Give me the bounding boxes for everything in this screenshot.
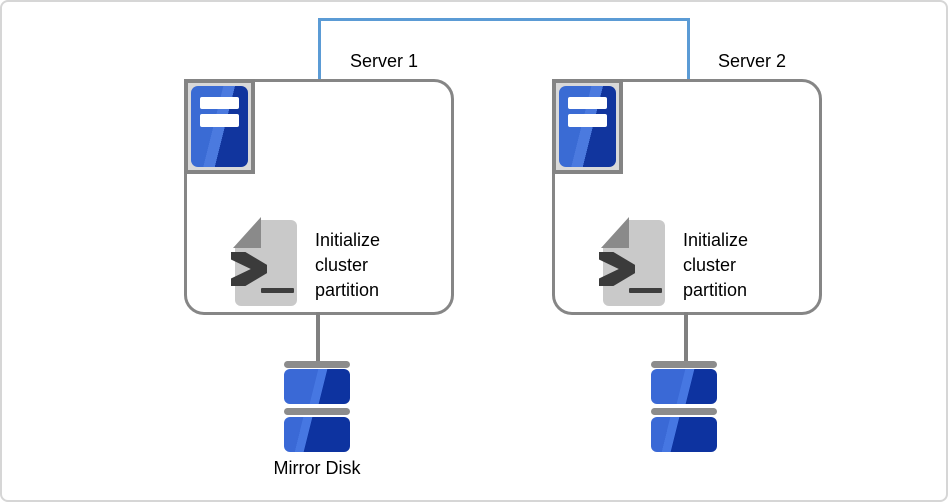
disk-volume — [284, 417, 350, 452]
disk-platter-bar — [284, 408, 350, 415]
mirror-disk-icon — [651, 361, 717, 452]
folded-corner-icon — [233, 217, 261, 248]
disk-platter-bar — [651, 361, 717, 368]
server-slot — [568, 114, 607, 127]
server-slot — [200, 114, 239, 127]
server2-disk-link — [684, 312, 688, 361]
server1-interconnect-drop — [318, 18, 321, 79]
mirror-disk-icon: Mirror Disk — [274, 361, 361, 478]
server1-disk-link — [316, 312, 320, 361]
server-tower-icon — [559, 86, 616, 167]
server-slot — [568, 97, 607, 109]
script-file-icon — [599, 217, 665, 306]
server-tower-icon — [191, 86, 248, 167]
terminal-cursor-icon — [261, 288, 294, 293]
script-caption: Initialize cluster partition — [683, 230, 749, 300]
server2-interconnect-drop — [687, 18, 690, 79]
mirror-disk-label: Mirror Disk — [273, 458, 361, 478]
terminal-cursor-icon — [629, 288, 662, 293]
script-file-icon — [231, 217, 297, 306]
folded-corner-icon — [601, 217, 629, 248]
server-tile — [552, 79, 623, 174]
disk-volume — [284, 369, 350, 404]
disk-platter-bar — [284, 361, 350, 368]
server2-box: Server 2 Initialize cluster partition — [552, 51, 822, 315]
server1-label: Server 1 — [350, 51, 419, 71]
disk-platter-bar — [651, 408, 717, 415]
server2-label: Server 2 — [718, 51, 787, 71]
server-tile — [184, 79, 255, 174]
script-caption: Initialize cluster partition — [315, 230, 381, 300]
disk-volume — [651, 417, 717, 452]
server-slot — [200, 97, 239, 109]
server-interconnect-line — [318, 18, 690, 21]
disk-volume — [651, 369, 717, 404]
server1-box: Server 1 Initialize cluster partition — [184, 51, 454, 315]
